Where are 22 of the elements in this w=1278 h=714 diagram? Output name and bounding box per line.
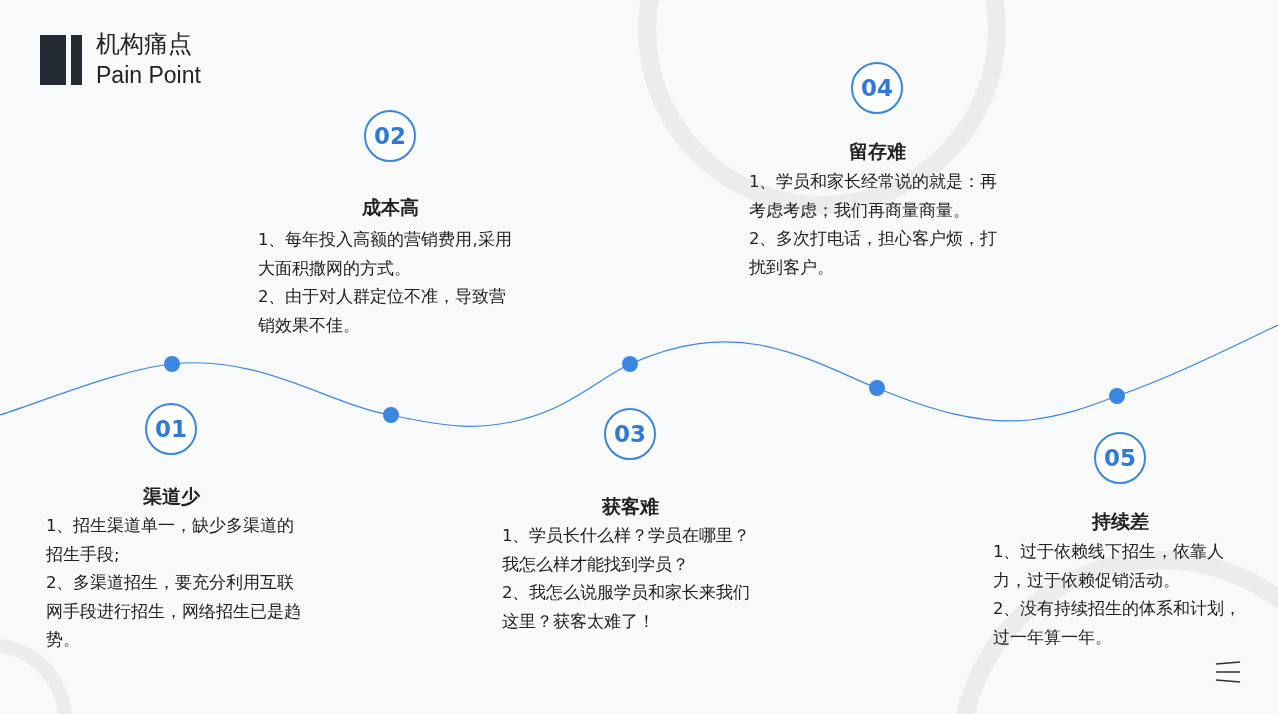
point-description: 2、由于对人群定位不准，导致营销效果不佳。 (258, 286, 508, 337)
number-circle: 02 (364, 110, 416, 162)
page-title: 机构痛点 (96, 29, 192, 60)
point-heading: 渠道少 (141, 484, 201, 509)
point-description: 1、招生渠道单一，缺少多渠道的招生手段; (46, 515, 296, 566)
point-heading: 持续差 (1090, 509, 1150, 534)
point-description: 1、每年投入高额的营销费用,采用大面积撒网的方式。 (258, 229, 513, 280)
point-description: 2、没有持续招生的体系和计划，过一年算一年。 (993, 598, 1243, 649)
point-description: 2、多次打电话，担心客户烦，打扰到客户。 (749, 228, 999, 279)
point-description: 1、学员和家长经常说的就是：再考虑考虑；我们再商量商量。 (749, 171, 999, 222)
number-circle: 04 (851, 62, 903, 114)
point-heading: 留存难 (847, 139, 907, 164)
number-circle: 03 (604, 408, 656, 460)
point-description: 2、我怎么说服学员和家长来我们这里？获客太难了！ (502, 582, 752, 633)
point-description: 1、过于依赖线下招生，依靠人力，过于依赖促销活动。 (993, 541, 1226, 592)
page-subtitle: Pain Point (96, 62, 201, 89)
point-heading: 成本高 (360, 195, 420, 220)
number-circle: 05 (1094, 432, 1146, 484)
point-description: 1、学员长什么样？学员在哪里？我怎么样才能找到学员？ (502, 525, 752, 576)
point-description: 2、多渠道招生，要充分利用互联网手段进行招生，网络招生已是趋势。 (46, 572, 302, 651)
point-heading: 获客难 (600, 494, 660, 519)
number-circle: 01 (145, 403, 197, 455)
